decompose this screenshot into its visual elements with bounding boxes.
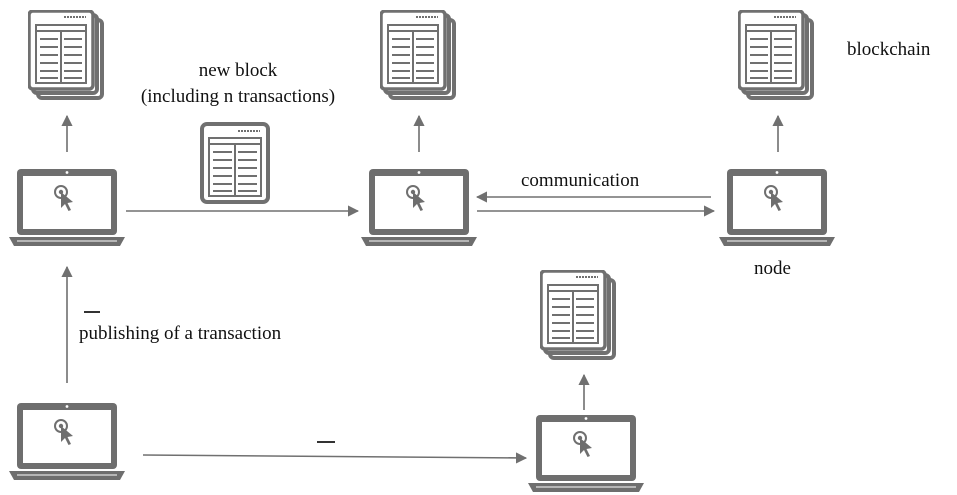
node-laptop-icon-4	[8, 402, 126, 481]
node-laptop-icon-3	[718, 168, 836, 247]
including-transactions-label: (including n transactions)	[140, 86, 336, 107]
publishing-label: publishing of a transaction	[79, 323, 282, 344]
node-label: node	[754, 258, 791, 279]
node-laptop-icon-1	[8, 168, 126, 247]
ledger-stack-icon-1	[28, 10, 104, 100]
arrow-bottom-link	[142, 452, 528, 464]
new-block-icon	[200, 122, 270, 204]
ledger-stack-icon-3	[738, 10, 814, 100]
node-laptop-icon-2	[360, 168, 478, 247]
ledger-stack-icon-4	[540, 270, 616, 360]
ledger-stack-icon-2	[380, 10, 456, 100]
node-laptop-icon-5	[527, 414, 645, 493]
blockchain-label: blockchain	[847, 39, 931, 60]
new-block-label: new block	[198, 60, 278, 81]
communication-label: communication	[521, 170, 640, 191]
